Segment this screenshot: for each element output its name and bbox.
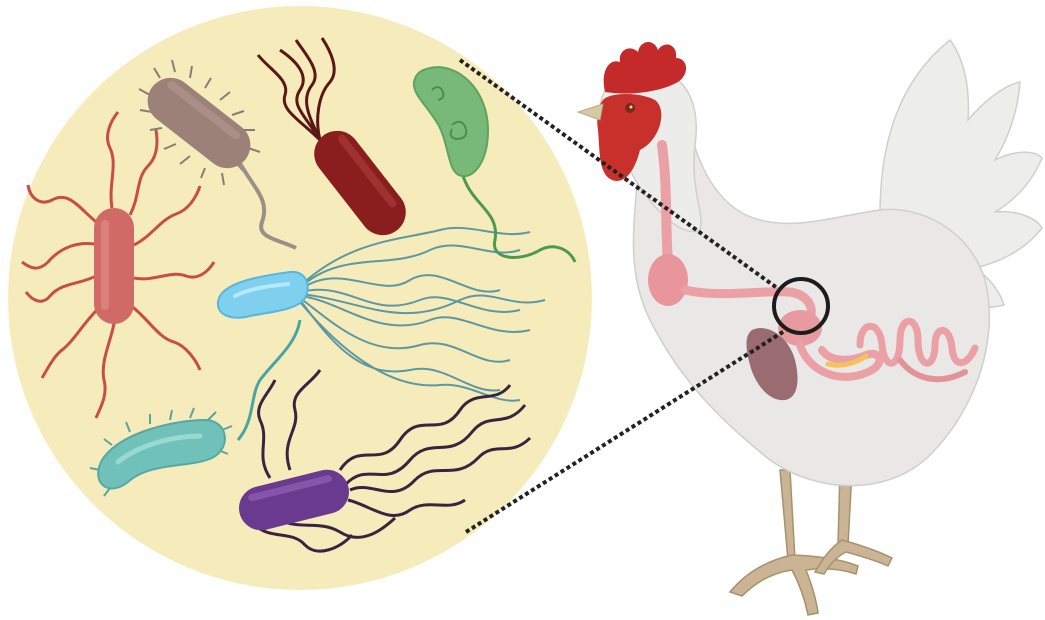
crop <box>648 254 688 306</box>
chicken <box>578 40 1042 615</box>
microbiota-inset <box>8 6 592 590</box>
left-foot <box>730 555 858 615</box>
red-bacterium-body <box>94 208 134 324</box>
esophagus <box>662 145 668 260</box>
chicken-legs <box>730 470 892 615</box>
chicken-beak <box>578 104 603 120</box>
